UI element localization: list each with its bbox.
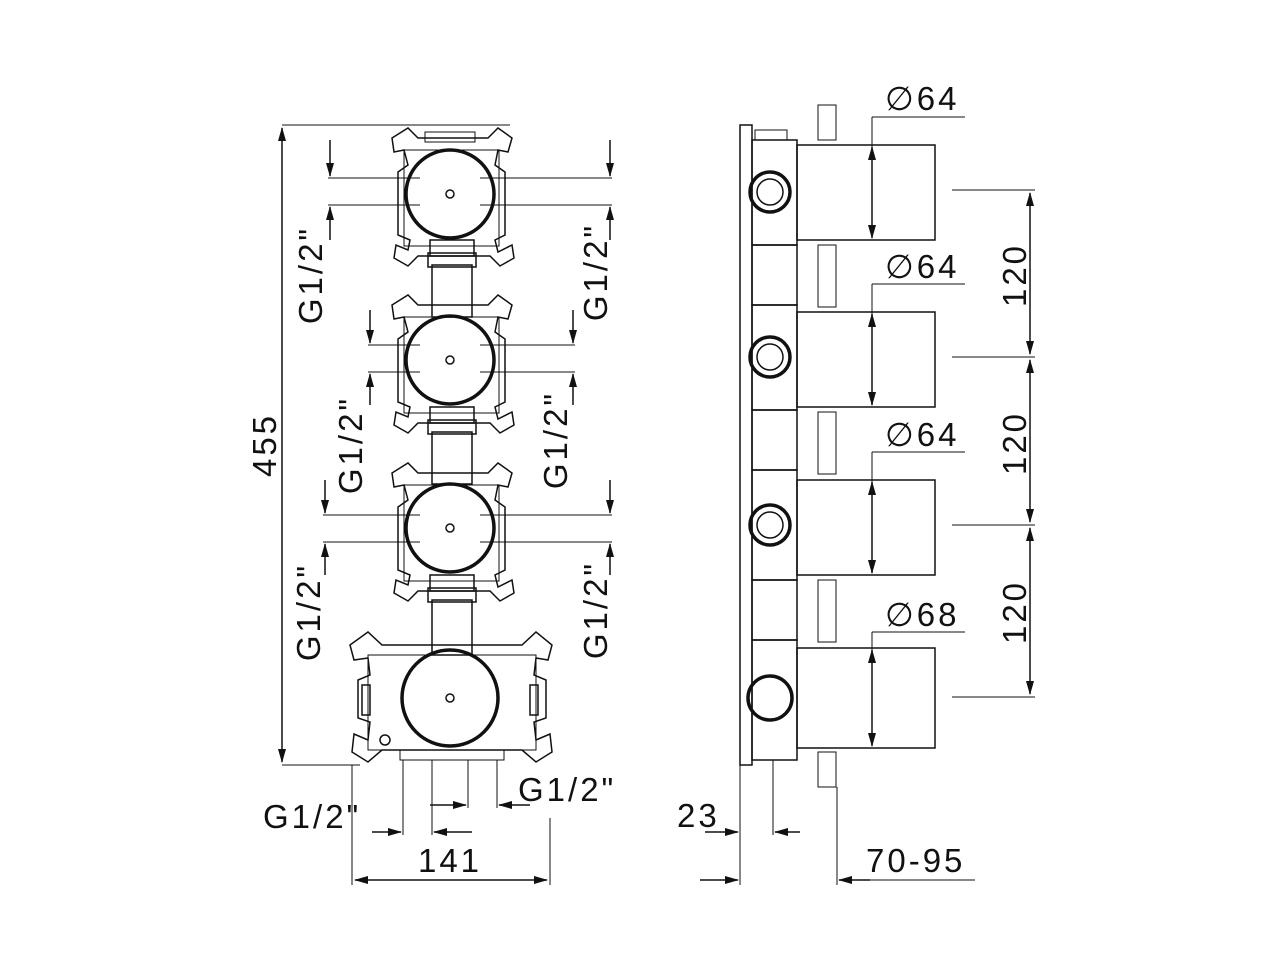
side-body-stack <box>746 129 798 761</box>
side-knobs <box>796 144 936 749</box>
wall-hatch <box>817 104 837 788</box>
spacing-label-3: 120 <box>996 580 1033 644</box>
depth-23-label: 23 <box>677 797 720 834</box>
wall-range-label: 70-95 <box>866 842 965 879</box>
valve-body-thermostatic <box>349 631 553 763</box>
connection-bottom-right-label: G1/2" <box>518 771 616 808</box>
width-141-label: 141 <box>418 842 482 879</box>
diameter-label-4: ∅68 <box>885 596 959 633</box>
connection-left-3-label: G1/2" <box>290 563 327 661</box>
height-455-label: 455 <box>246 413 283 477</box>
connection-right-1-label: G1/2" <box>577 223 614 321</box>
front-view: 455 G1/2" G1/2" G1/2" G1/2" G1/2" G1/2" … <box>246 124 616 885</box>
valve-body-1 <box>391 127 515 267</box>
diameter-label-1: ∅64 <box>885 80 959 117</box>
connection-bottom-left-label: G1/2" <box>263 798 361 835</box>
spacing-label-2: 120 <box>996 411 1033 475</box>
valve-body-2 <box>391 294 515 434</box>
diameter-label-2: ∅64 <box>885 248 959 285</box>
valve-body-3 <box>391 462 515 602</box>
connection-right-2-label: G1/2" <box>537 391 574 489</box>
connection-right-3-label: G1/2" <box>577 561 614 659</box>
side-view: ∅64 ∅64 ∅64 ∅68 120 120 120 23 70-95 <box>677 80 1035 885</box>
connecting-pipes <box>427 252 477 656</box>
spacing-label-1: 120 <box>996 243 1033 307</box>
diameter-label-3: ∅64 <box>885 416 959 453</box>
connection-left-2-label: G1/2" <box>332 396 369 494</box>
connection-left-1-label: G1/2" <box>292 226 329 324</box>
